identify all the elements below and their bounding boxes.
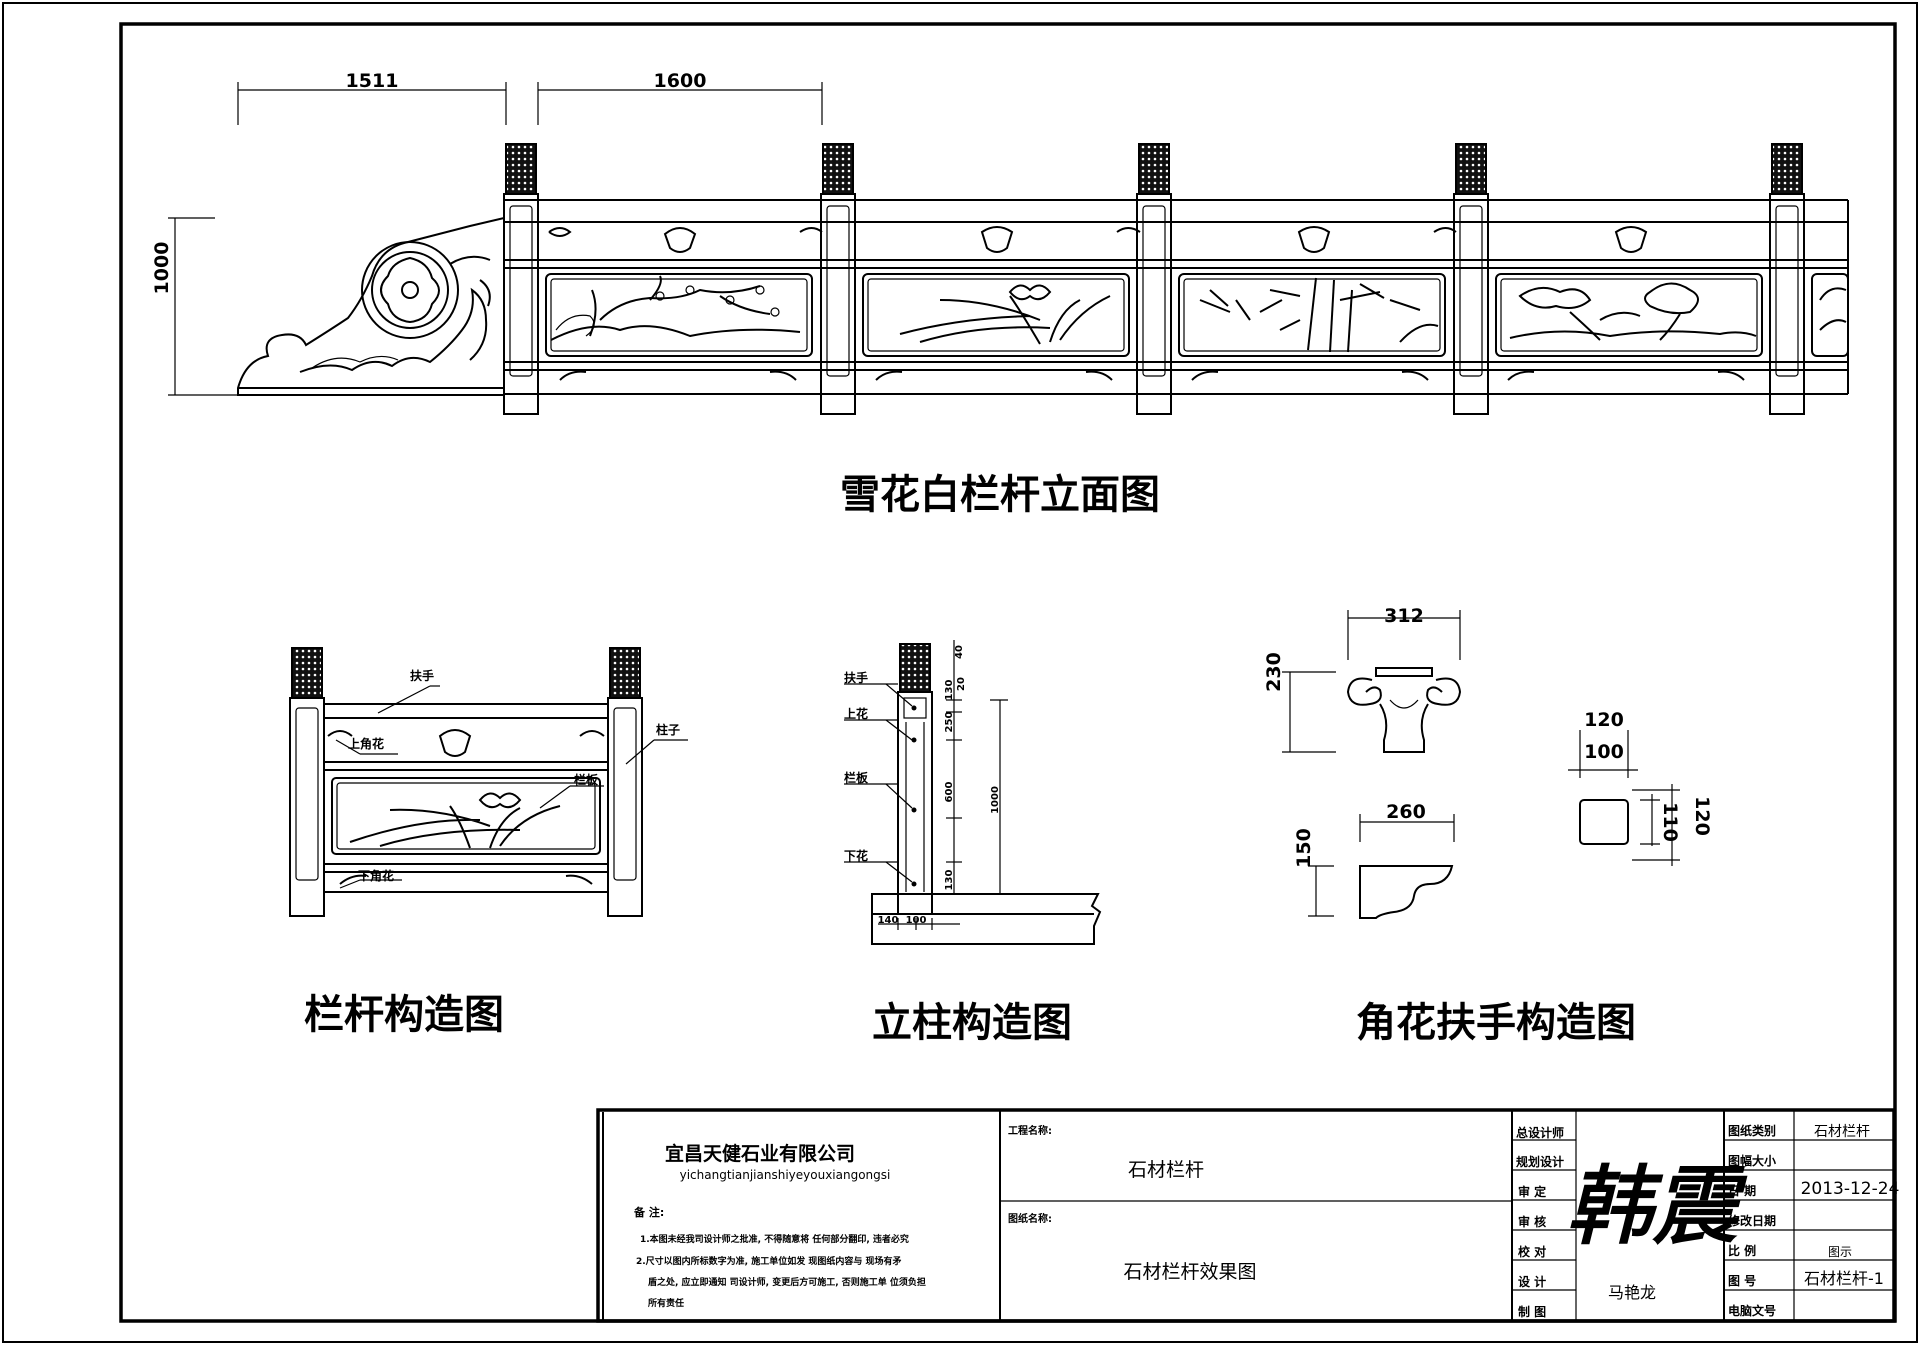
bay-bamboo (1178, 226, 1457, 381)
column-construction: 扶手 上花 栏板 下花 140 100 40 20 130 250 600 13… (844, 640, 1102, 1046)
company-name-cn: 宜昌天健石业有限公司 (665, 1142, 855, 1165)
col-label-handrail: 扶手 (844, 670, 868, 685)
dim-1000: 1000 (151, 242, 173, 295)
role-design: 设 计 (1518, 1274, 1546, 1289)
column-title: 立柱构造图 (872, 1000, 1072, 1046)
bracket-ornament: 260 150 (1293, 801, 1455, 919)
label-file: 电脑文号 (1728, 1303, 1776, 1318)
role-planning: 规划设计 (1516, 1154, 1564, 1169)
col-label-lower: 下花 (844, 848, 868, 863)
rail-cross-section: 120 100 110 120 (1568, 709, 1713, 866)
elevation-dimensions: 1511 1600 1000 (151, 70, 823, 396)
post (503, 143, 539, 415)
dim-120-h: 120 (1691, 796, 1713, 836)
designer-name: 马艳龙 (1608, 1283, 1656, 1302)
railing-title: 栏杆构造图 (304, 992, 504, 1038)
elevation-title: 雪花白栏杆立面图 (840, 472, 1160, 518)
role-draft: 制 图 (1518, 1304, 1546, 1319)
col-dim-bottom-1: 140 (878, 915, 899, 926)
note-line-4: 所有责任 (648, 1297, 684, 1309)
drawing-value: 石材栏杆效果图 (1123, 1261, 1256, 1283)
project-value: 石材栏杆 (1128, 1159, 1204, 1181)
rails (504, 199, 1849, 395)
notes-label: 备 注: (633, 1205, 664, 1219)
col-dim-4: 250 (944, 712, 955, 733)
railing-leaders (335, 685, 688, 889)
label-panel: 栏板 (574, 772, 599, 787)
col-dim-3: 130 (944, 680, 955, 701)
railing-elevation: 1511 1600 1000 (151, 70, 1849, 518)
post (1136, 143, 1172, 415)
label-upper-corner: 上角花 (348, 736, 384, 751)
role-chief-designer: 总设计师 (1516, 1125, 1564, 1140)
label-category: 图纸类别 (1728, 1123, 1776, 1138)
label-lower-corner: 下角花 (358, 868, 394, 883)
label-column: 柱子 (656, 722, 680, 737)
note-line-2: 2.尺寸以图内所标数字为准, 施工单位如发 现图纸内容与 现场有矛 (636, 1255, 902, 1267)
post (820, 143, 856, 415)
col-dim-total: 1000 (990, 786, 1001, 814)
bay-chrysanthemum (1495, 226, 1763, 381)
role-review: 审 核 (1518, 1214, 1546, 1229)
role-check: 校 对 (1518, 1244, 1546, 1259)
signature: 韩震 (1566, 1157, 1747, 1257)
dim-260: 260 (1386, 801, 1426, 823)
dim-230: 230 (1263, 652, 1285, 692)
post (1453, 143, 1489, 415)
label-size: 图幅大小 (1728, 1153, 1776, 1168)
col-dim-6: 130 (944, 870, 955, 891)
post (1769, 143, 1805, 415)
dim-1600: 1600 (654, 70, 707, 92)
value-category: 石材栏杆 (1814, 1124, 1870, 1140)
drawing-label: 图纸名称: (1008, 1212, 1052, 1225)
label-modified: 修改日期 (1727, 1213, 1776, 1228)
col-dim-2: 20 (956, 677, 967, 691)
dim-110-h: 110 (1659, 802, 1681, 842)
vase-ornament: 312 230 (1263, 605, 1462, 753)
value-date: 2013-12-24 (1801, 1179, 1900, 1199)
value-scale: 图示 (1828, 1245, 1852, 1259)
col-dim-1: 40 (954, 645, 965, 659)
label-number: 图 号 (1728, 1273, 1756, 1288)
company-name-en: yichangtianjianshiyeyouxiangongsi (680, 1168, 891, 1182)
title-block: 宜昌天健石业有限公司 yichangtianjianshiyeyouxiango… (596, 1108, 1900, 1323)
bay-orchid (862, 226, 1141, 381)
dim-312: 312 (1384, 605, 1424, 627)
corner-handrail-construction: 312 230 260 150 120 (1263, 605, 1713, 1046)
col-label-panel: 栏板 (844, 770, 869, 785)
corner-title: 角花扶手构造图 (1356, 1000, 1636, 1046)
dim-120-w: 120 (1584, 709, 1624, 731)
label-date: 日 期 (1728, 1183, 1756, 1198)
col-dim-5: 600 (944, 782, 955, 803)
bay-partial (1811, 273, 1849, 357)
col-dim-bottom-2: 100 (906, 915, 927, 926)
project-label: 工程名称: (1008, 1124, 1052, 1137)
label-scale: 比 例 (1728, 1243, 1756, 1258)
column-leaders (844, 683, 913, 883)
col-label-upper: 上花 (844, 706, 868, 721)
posts (503, 143, 1805, 415)
railing-construction: 扶手 上角花 栏板 下角花 柱子 栏杆构造图 (289, 647, 688, 1038)
label-handrail: 扶手 (410, 668, 434, 683)
dim-1511: 1511 (346, 70, 399, 92)
bay-plum (545, 227, 823, 381)
role-approve: 审 定 (1518, 1184, 1546, 1199)
value-number: 石材栏杆-1 (1804, 1269, 1884, 1288)
note-line-3: 盾之处, 应立即通知 司设计师, 变更后方可施工, 否则施工单 位须负担 (648, 1276, 926, 1288)
dim-150: 150 (1293, 828, 1315, 868)
end-scroll-ornament (237, 216, 505, 396)
note-line-1: 1.本图未经我司设计师之批准, 不得随意将 任何部分翻印, 违者必究 (640, 1233, 909, 1245)
dim-100-w: 100 (1584, 741, 1624, 763)
